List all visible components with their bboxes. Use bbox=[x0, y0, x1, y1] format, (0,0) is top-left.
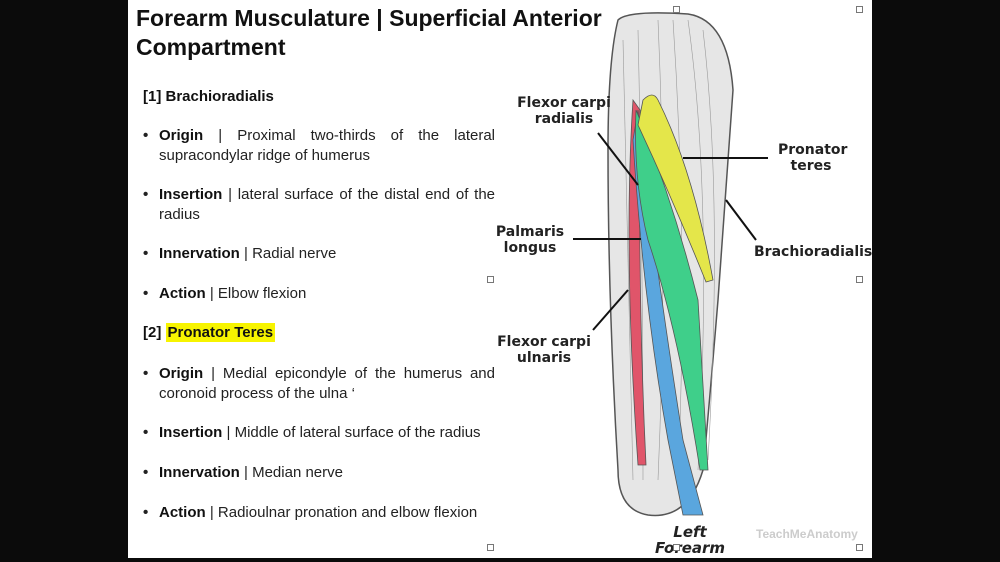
label-brachioradialis: Brachioradialis bbox=[754, 244, 873, 260]
resize-handle[interactable] bbox=[487, 544, 494, 551]
resize-handle[interactable] bbox=[856, 276, 863, 283]
resize-handle[interactable] bbox=[856, 6, 863, 13]
bullet-innervation: •Innervation | Median nerve bbox=[143, 464, 343, 481]
forearm-illustration bbox=[573, 12, 768, 517]
resize-handle[interactable] bbox=[673, 544, 680, 551]
figure-caption: Left Forearm bbox=[654, 523, 726, 557]
section-heading-pronator-teres: [2] Pronator Teres bbox=[143, 323, 276, 342]
bullet-origin: •Origin | Proximal two-thirds of the lat… bbox=[143, 127, 495, 164]
label-flexor-carpi-ulnaris: Flexor carpi ulnaris bbox=[497, 334, 591, 366]
flexor-carpi-radialis bbox=[635, 109, 709, 471]
bullet-insertion: •Insertion | lateral surface of the dist… bbox=[143, 186, 496, 223]
label-pronator-teres: Pronator teres bbox=[778, 142, 848, 174]
bullet-insertion: •Insertion | Middle of lateral surface o… bbox=[143, 424, 481, 441]
bullet-action: •Action | Elbow flexion bbox=[143, 285, 307, 302]
resize-handle[interactable] bbox=[856, 544, 863, 551]
watermark: TeachMeAnatomy bbox=[756, 527, 858, 541]
pronator-teres bbox=[637, 94, 714, 283]
resize-handle[interactable] bbox=[487, 276, 494, 283]
label-palmaris-longus: Palmaris longus bbox=[495, 224, 565, 256]
label-flexor-carpi-radialis: Flexor carpi radialis bbox=[517, 95, 611, 127]
slide-title: Forearm Musculature | Superficial Anteri… bbox=[136, 5, 602, 60]
section-heading-brachioradialis: [1] Brachioradialis bbox=[143, 88, 274, 105]
bullet-origin: •Origin | Medial epicondyle of the humer… bbox=[143, 365, 495, 402]
slide: Forearm Musculature | Superficial Anteri… bbox=[128, 0, 872, 558]
resize-handle[interactable] bbox=[673, 6, 680, 13]
bullet-action: •Action | Radioulnar pronation and elbow… bbox=[143, 504, 478, 521]
bullet-innervation: •Innervation | Radial nerve bbox=[143, 245, 337, 262]
